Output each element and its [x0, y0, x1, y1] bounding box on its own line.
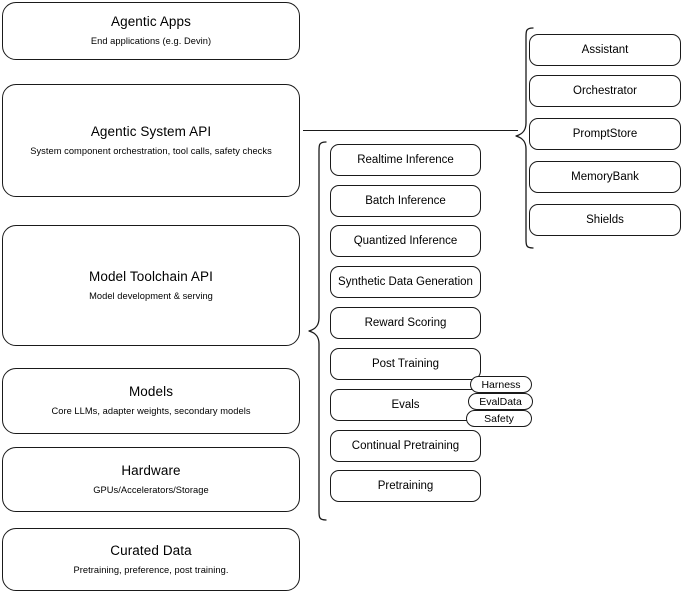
toolchain-item-synthetic-data-generation[interactable]: Synthetic Data Generation [330, 266, 481, 298]
layer-box-agentic-apps[interactable]: Agentic Apps End applications (e.g. Devi… [2, 2, 300, 60]
layer-title: Agentic System API [90, 123, 212, 139]
toolchain-item-post-training[interactable]: Post Training [330, 348, 481, 380]
agentic-component-assistant[interactable]: Assistant [529, 34, 681, 66]
agentic-component-orchestrator[interactable]: Orchestrator [529, 75, 681, 107]
toolchain-item-realtime-inference[interactable]: Realtime Inference [330, 144, 481, 176]
layer-subtitle: Pretraining, preference, post training. [73, 564, 229, 575]
toolchain-item-reward-scoring[interactable]: Reward Scoring [330, 307, 481, 339]
agentic-component-memorybank[interactable]: MemoryBank [529, 161, 681, 193]
toolchain-item-label: Reward Scoring [364, 316, 447, 329]
layer-title: Hardware [121, 462, 181, 478]
evals-tag-label: Safety [484, 412, 514, 425]
layer-box-model-toolchain-api[interactable]: Model Toolchain API Model development & … [2, 225, 300, 346]
layer-subtitle: GPUs/Accelerators/Storage [93, 484, 209, 495]
layer-subtitle: End applications (e.g. Devin) [90, 36, 212, 47]
brace-agentic-system [515, 27, 534, 249]
toolchain-item-continual-pretraining[interactable]: Continual Pretraining [330, 430, 481, 462]
layer-title: Model Toolchain API [89, 268, 213, 284]
agentic-component-shields[interactable]: Shields [529, 204, 681, 236]
toolchain-item-label: Batch Inference [365, 194, 446, 207]
evals-tag-label: EvalData [479, 395, 522, 408]
agentic-component-label: Shields [586, 213, 624, 226]
toolchain-item-label: Quantized Inference [353, 234, 458, 247]
agentic-component-promptstore[interactable]: PromptStore [529, 118, 681, 150]
toolchain-item-label: Synthetic Data Generation [338, 275, 473, 288]
toolchain-item-label: Evals [391, 398, 420, 411]
layer-box-models[interactable]: Models Core LLMs, adapter weights, secon… [2, 368, 300, 434]
toolchain-item-batch-inference[interactable]: Batch Inference [330, 185, 481, 217]
toolchain-item-label: Realtime Inference [357, 153, 454, 166]
layer-box-hardware[interactable]: Hardware GPUs/Accelerators/Storage [2, 447, 300, 512]
evals-tag-harness[interactable]: Harness [470, 376, 532, 393]
layer-box-curated-data[interactable]: Curated Data Pretraining, preference, po… [2, 528, 300, 591]
agentic-component-label: MemoryBank [571, 170, 639, 183]
toolchain-item-label: Pretraining [377, 479, 434, 492]
agentic-component-label: Orchestrator [573, 84, 637, 97]
layer-subtitle: Core LLMs, adapter weights, secondary mo… [51, 406, 251, 417]
toolchain-item-pretraining[interactable]: Pretraining [330, 470, 481, 502]
agentic-component-label: PromptStore [572, 127, 638, 140]
toolchain-item-label: Continual Pretraining [351, 439, 460, 452]
layer-box-agentic-system-api[interactable]: Agentic System API System component orch… [2, 84, 300, 197]
brace-model-toolchain [308, 141, 327, 521]
layer-subtitle: System component orchestration, tool cal… [30, 145, 272, 156]
evals-tag-safety[interactable]: Safety [466, 410, 532, 427]
layer-title: Models [128, 384, 174, 400]
layer-subtitle: Model development & serving [89, 290, 213, 301]
toolchain-item-evals[interactable]: Evals [330, 389, 481, 421]
layer-title: Curated Data [110, 542, 192, 558]
connector-line-agentic-system-api [303, 130, 518, 132]
toolchain-item-quantized-inference[interactable]: Quantized Inference [330, 225, 481, 257]
evals-tag-evaldata[interactable]: EvalData [468, 393, 533, 410]
toolchain-item-label: Post Training [371, 357, 440, 370]
agentic-component-label: Assistant [581, 43, 629, 56]
layer-title: Agentic Apps [110, 14, 191, 30]
evals-tag-label: Harness [481, 378, 521, 391]
